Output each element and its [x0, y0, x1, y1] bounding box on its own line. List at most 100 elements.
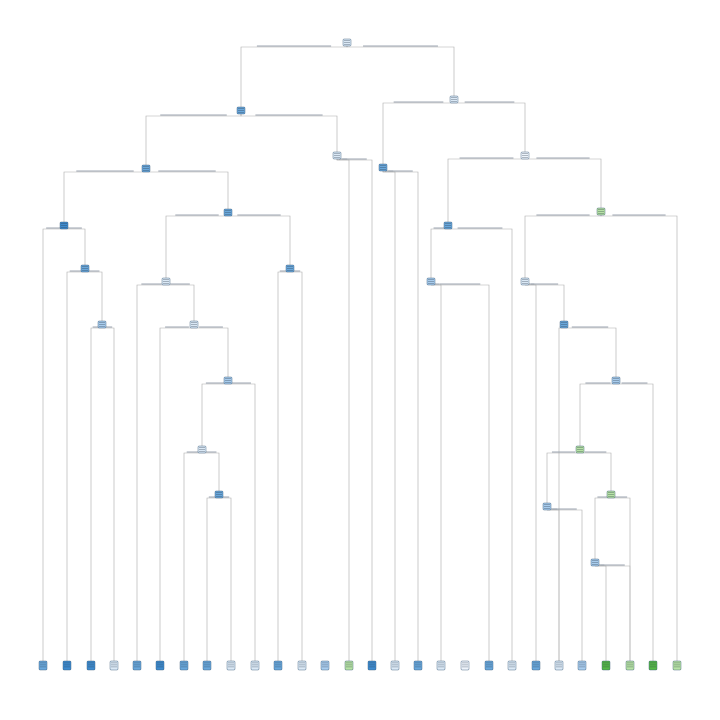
node-text-mark	[191, 326, 197, 327]
node-text-mark	[287, 266, 293, 267]
tree-edge	[159, 327, 194, 661]
split-label-mark	[46, 227, 61, 229]
leaf-node	[484, 660, 494, 671]
tree-edge	[382, 171, 419, 661]
leaf-text-mark	[438, 666, 444, 668]
node-text-mark	[561, 324, 567, 325]
node-text-mark	[544, 508, 550, 509]
tree-edge	[42, 228, 64, 661]
leaf-text-mark	[134, 664, 140, 666]
node-text-mark	[191, 324, 197, 325]
split-label-mark	[256, 45, 332, 47]
leaf-text-mark	[346, 664, 352, 666]
tree-edge	[600, 215, 678, 661]
tree-edge	[525, 284, 565, 321]
node-text-mark	[143, 168, 149, 169]
node-text-mark	[344, 42, 350, 43]
node-text-mark	[287, 270, 293, 271]
leaf-text-mark	[157, 666, 163, 668]
tree-edge	[430, 228, 448, 278]
split-label-mark	[530, 283, 559, 285]
leaf-text-mark	[88, 664, 94, 666]
leaf-text-mark	[252, 662, 258, 664]
leaf-text-mark	[111, 662, 117, 664]
leaf-text-mark	[462, 666, 468, 668]
node-text-mark	[608, 494, 614, 495]
tree-edge	[579, 383, 616, 446]
leaf-node	[202, 660, 212, 671]
split-label-mark	[232, 382, 251, 384]
split-label-mark	[388, 170, 413, 172]
tree-edge	[66, 271, 85, 661]
leaf-node	[297, 660, 307, 671]
tree-edge	[136, 284, 166, 661]
leaf-text-mark	[299, 662, 305, 664]
node-text-mark	[577, 451, 583, 452]
split-label-mark	[433, 227, 446, 229]
tree-edge	[524, 215, 602, 278]
node-text-mark	[82, 266, 88, 267]
split-label-mark	[170, 283, 190, 285]
node-text-mark	[613, 380, 619, 381]
split-label-mark	[103, 326, 113, 328]
leaf-text-mark	[228, 662, 234, 664]
split-label-mark	[612, 214, 666, 216]
node-text-mark	[577, 447, 583, 448]
node-text-mark	[163, 279, 169, 280]
leaf-node	[273, 660, 283, 671]
node-text-mark	[344, 40, 350, 41]
split-label-mark	[220, 496, 230, 498]
leaf-text-mark	[579, 664, 585, 666]
node-text-mark	[99, 326, 105, 327]
node-text-mark	[613, 378, 619, 379]
tree-edge	[595, 565, 631, 661]
tree-edge	[240, 114, 338, 152]
node-text-mark	[428, 281, 434, 282]
split-label-mark	[584, 451, 607, 453]
node-text-mark	[522, 155, 528, 156]
leaf-node	[320, 660, 330, 671]
split-label-mark	[67, 227, 82, 229]
leaf-text-mark	[40, 666, 46, 668]
tree-edge	[594, 497, 611, 559]
tree-edge	[85, 271, 103, 321]
split-label-mark	[158, 170, 216, 172]
node-text-mark	[561, 322, 567, 323]
tree-edge	[547, 509, 583, 661]
tree-edge	[547, 509, 560, 661]
split-label-mark	[600, 564, 625, 566]
leaf-text-mark	[392, 662, 398, 664]
split-label-mark	[279, 270, 289, 272]
tree-edge	[166, 284, 195, 321]
leaf-text-mark	[603, 666, 609, 668]
split-label-mark	[536, 214, 590, 216]
node-text-mark	[428, 283, 434, 284]
leaf-node	[226, 660, 236, 671]
split-label-mark	[186, 451, 200, 453]
leaf-text-mark	[181, 662, 187, 664]
node-text-mark	[216, 494, 222, 495]
tree-edge	[228, 215, 291, 265]
leaf-text-mark	[181, 666, 187, 668]
node-text-mark	[143, 170, 149, 171]
tree-edge	[145, 114, 242, 165]
tree-edge	[290, 271, 303, 661]
tree-edge	[228, 383, 256, 661]
node-text-mark	[225, 214, 231, 215]
leaf-text-mark	[650, 666, 656, 668]
tree-edge	[564, 327, 617, 377]
leaf-node	[577, 660, 587, 671]
node-text-mark	[445, 227, 451, 228]
node-text-mark	[238, 108, 244, 109]
leaf-text-mark	[346, 662, 352, 664]
split-label-mark	[141, 283, 162, 285]
tree-edge	[454, 102, 526, 152]
tree-edge	[336, 159, 350, 661]
split-label-mark	[237, 214, 281, 216]
split-label-mark	[205, 382, 225, 384]
leaf-node	[554, 660, 564, 671]
node-text-mark	[61, 227, 67, 228]
tree-edge	[431, 284, 490, 661]
split-label-mark	[439, 283, 481, 285]
